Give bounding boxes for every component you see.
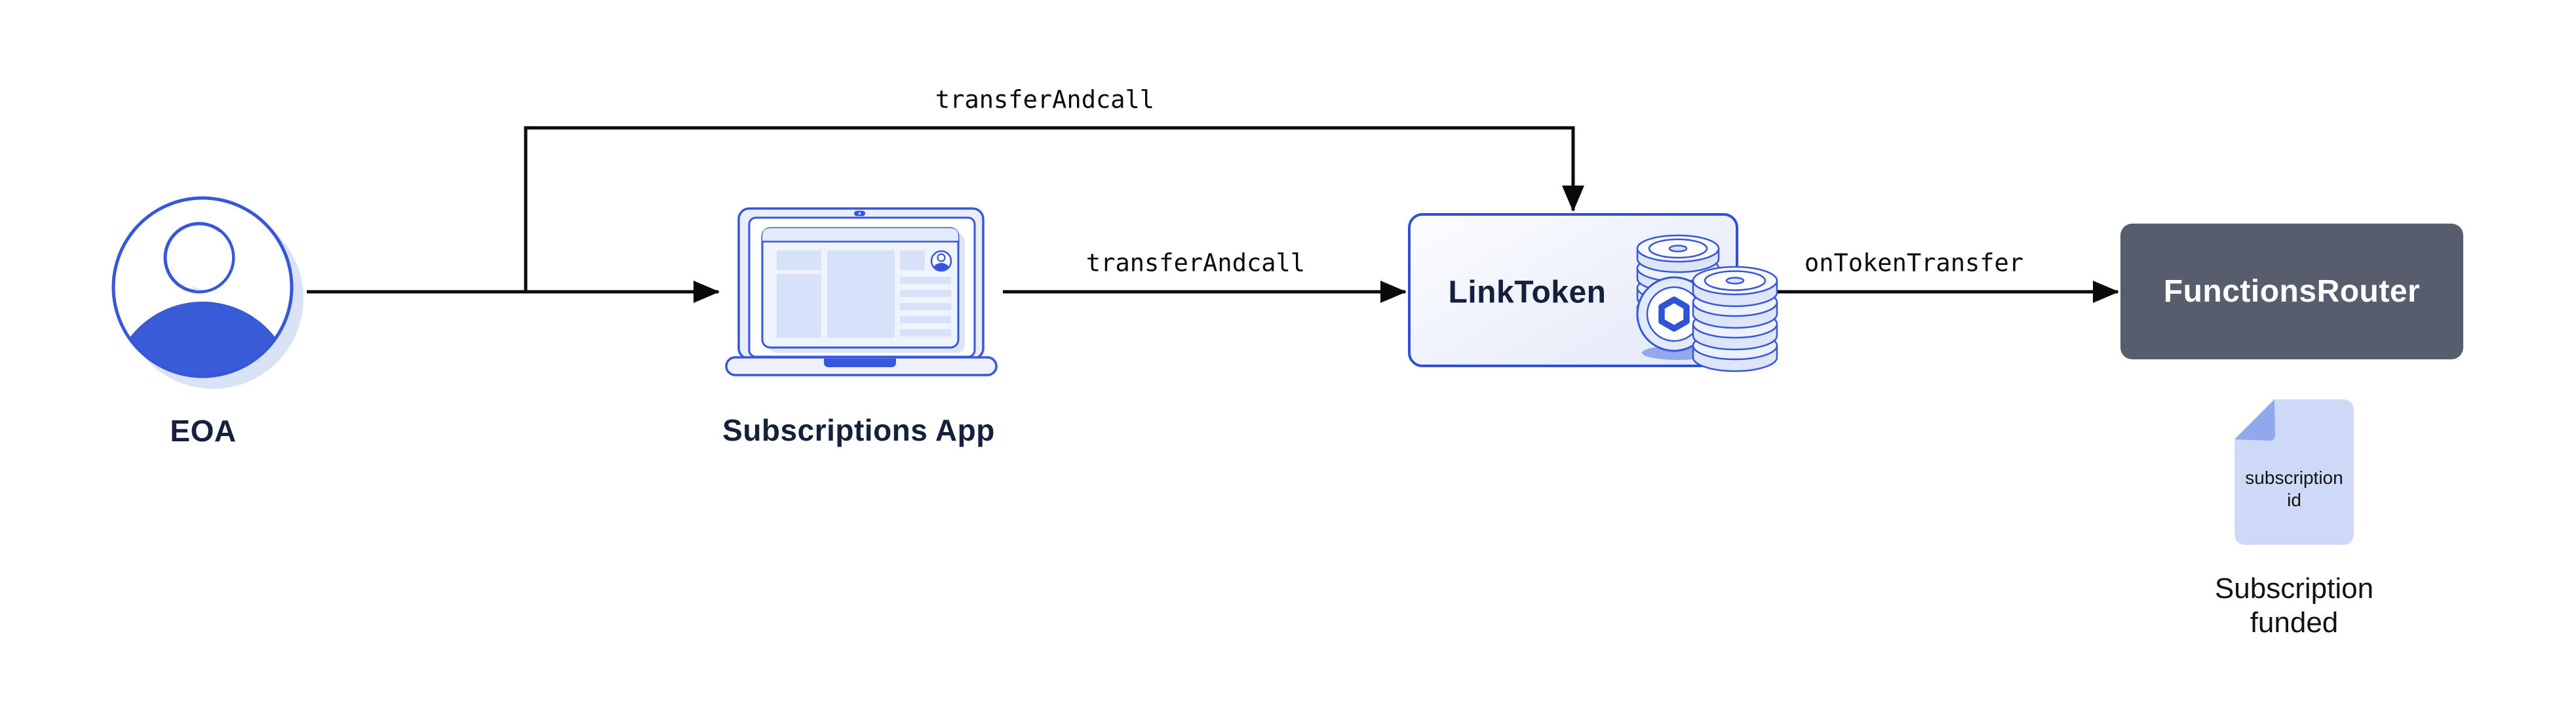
subscription-id-text: subscription id <box>2245 468 2343 510</box>
laptop-icon <box>725 207 998 376</box>
eoa-avatar-icon <box>111 196 303 389</box>
document-fold <box>2234 399 2276 441</box>
edge-label-transferandcall-top: transferAndcall <box>935 85 1155 114</box>
edge-label-transferandcall-mid: transferAndcall <box>1085 249 1306 277</box>
coin-stack-right <box>1692 266 1778 372</box>
edge-label-ontokentransfer: onTokenTransfer <box>1804 249 2024 277</box>
functionsrouter-label: FunctionsRouter <box>2163 274 2421 309</box>
linktoken-label: LinkToken <box>1448 275 1607 310</box>
laptop-notch <box>824 359 896 367</box>
functionsrouter-node: FunctionsRouter <box>2120 224 2463 359</box>
content-placeholder-blocks <box>777 250 951 338</box>
chainlink-hexagon-logo <box>1658 296 1690 332</box>
person-body <box>115 302 290 375</box>
subscriptions-app-label: Subscriptions App <box>722 413 995 447</box>
subscription-document-icon <box>2234 399 2354 545</box>
subscription-funded-caption: Subscription funded <box>2214 572 2374 639</box>
eoa-label: EOA <box>170 414 237 448</box>
browser-header <box>762 228 958 241</box>
link-coins-icon <box>1636 234 1778 372</box>
